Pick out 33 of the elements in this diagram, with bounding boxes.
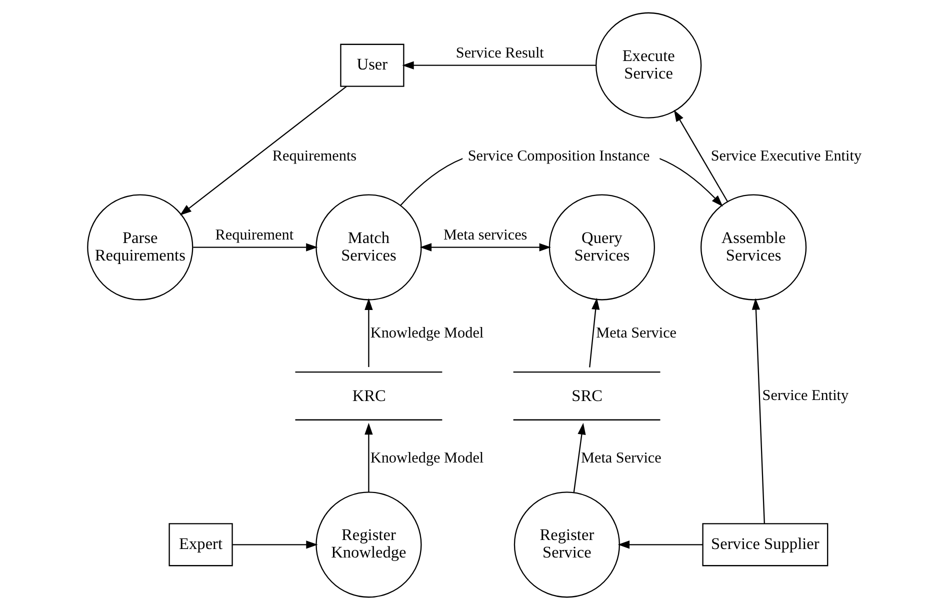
node-circle: Match Services xyxy=(315,194,422,300)
edge-label: Requirements xyxy=(272,147,356,164)
arrow xyxy=(751,298,764,524)
node-circle: Register Knowledge xyxy=(315,492,422,598)
arrow xyxy=(192,243,318,252)
arrow xyxy=(402,61,596,70)
edge-label: Knowledge Model xyxy=(370,449,484,466)
edge-label: Meta Service xyxy=(580,449,661,466)
edge-label: Meta Service xyxy=(596,324,676,342)
node-circle: Query Services xyxy=(548,194,654,300)
edge-label: Service Entity xyxy=(762,386,848,404)
node-box: Expert xyxy=(168,523,232,566)
node-circle: Execute Service xyxy=(595,12,702,118)
arrow xyxy=(364,422,372,492)
edge-label: Knowledge Model xyxy=(370,324,484,342)
edge-label: Service Composition Instance xyxy=(467,147,650,164)
arrow xyxy=(232,540,318,549)
arrow xyxy=(419,243,550,252)
node-text: SRC xyxy=(571,386,602,405)
edge-label: Service Executive Entity xyxy=(710,147,862,164)
edge-label: Requirement xyxy=(214,226,294,244)
node-circle: Register Service xyxy=(513,492,620,598)
node-box: User xyxy=(340,44,404,87)
arrow xyxy=(673,110,728,202)
arrow xyxy=(588,298,600,368)
arrow xyxy=(572,422,586,492)
arrow xyxy=(617,540,702,549)
node-box: Service Supplier xyxy=(702,523,828,566)
node-text: KRC xyxy=(352,386,386,405)
edge-label: Meta services xyxy=(442,226,527,244)
arrow xyxy=(179,86,346,216)
arrow xyxy=(364,298,372,368)
edge-label: Service Result xyxy=(455,44,544,62)
